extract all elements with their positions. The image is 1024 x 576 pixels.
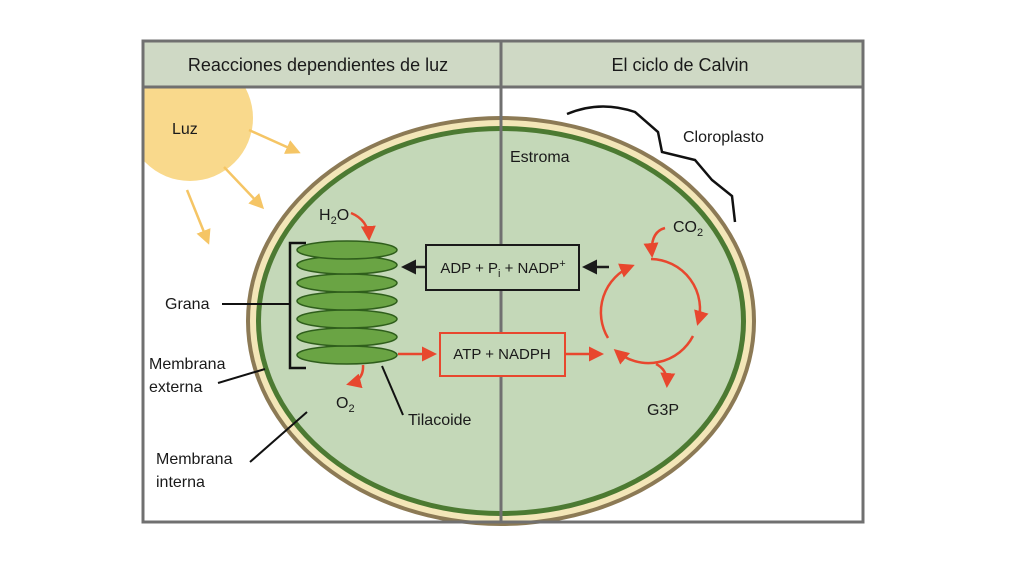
inner-membrane-label: Membrana bbox=[156, 451, 233, 468]
chloroplast-bracket bbox=[566, 105, 737, 223]
header-light-reactions: Reacciones dependientes de luz bbox=[188, 55, 448, 75]
grana-label: Grana bbox=[165, 296, 210, 313]
grana-stack bbox=[296, 240, 398, 365]
water-arrow bbox=[350, 211, 376, 241]
panel-border bbox=[141, 39, 865, 524]
atp-box bbox=[439, 332, 566, 377]
calvin-cycle-arc-left bbox=[599, 263, 635, 339]
adp-box bbox=[425, 244, 580, 291]
g3p-label: G3P bbox=[647, 402, 679, 419]
oxygen-label: O2 bbox=[336, 395, 355, 415]
inner-membrane-label-2: interna bbox=[156, 474, 205, 491]
inner-membrane-pointer bbox=[249, 411, 308, 463]
sun-ray-3 bbox=[185, 189, 211, 245]
thylakoid-label: Tilacoide bbox=[408, 412, 472, 429]
sun-shape bbox=[143, 87, 253, 181]
chloroplast-label: Cloroplasto bbox=[683, 129, 764, 146]
oxygen-arrow bbox=[346, 364, 365, 389]
thylakoid-pointer bbox=[381, 365, 404, 416]
co2-label: CO2 bbox=[673, 219, 703, 239]
sun-ray-1 bbox=[248, 128, 301, 154]
calvin-cycle-arc-bottom bbox=[613, 335, 695, 365]
calvin-cycle-arc-right bbox=[650, 257, 709, 326]
sun-ray-2 bbox=[223, 166, 265, 210]
header-calvin-cycle: El ciclo de Calvin bbox=[611, 55, 748, 75]
outer-membrane-pointer bbox=[217, 368, 266, 384]
header-band bbox=[143, 41, 863, 87]
grana-bracket bbox=[288, 241, 306, 370]
atp-box-label: ATP + NADPH bbox=[453, 346, 550, 363]
outer-membrane-label: Membrana bbox=[149, 356, 226, 373]
adp-box-label: ADP + Pi + NADP+ bbox=[440, 258, 565, 280]
stroma-label: Estroma bbox=[510, 149, 570, 166]
sun-label: Luz bbox=[172, 121, 198, 138]
outer-membrane-label-2: externa bbox=[149, 379, 202, 396]
co2-arrow bbox=[643, 226, 666, 258]
water-label: H2O bbox=[319, 207, 349, 227]
g3p-arrow bbox=[655, 362, 676, 388]
